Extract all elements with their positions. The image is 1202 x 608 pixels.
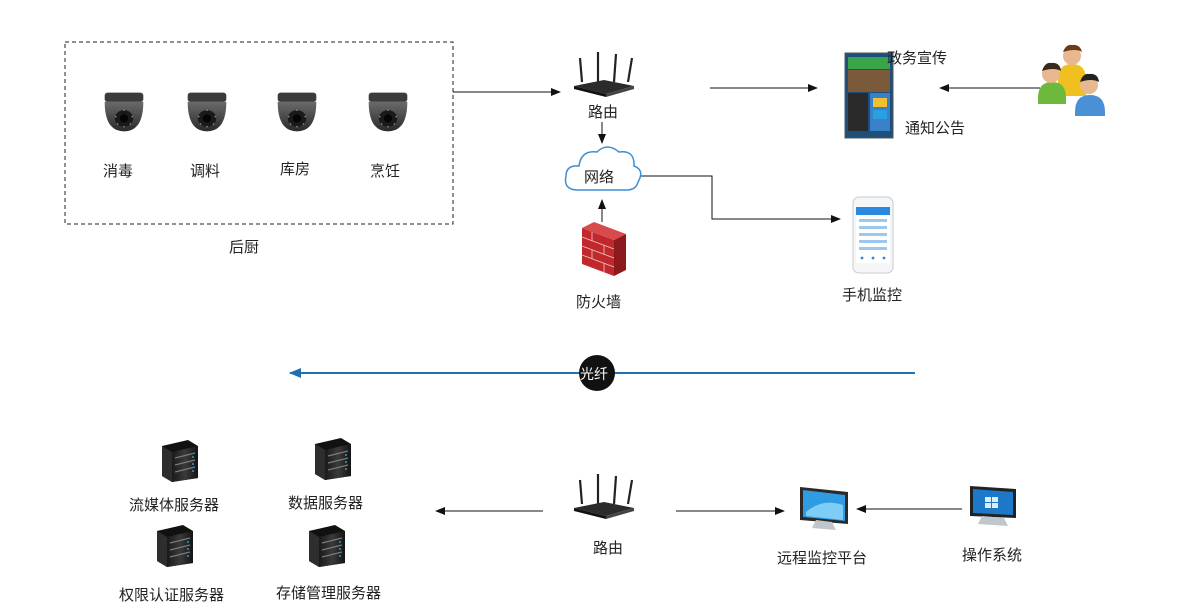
connector-cloud-phone (637, 175, 841, 223)
router-icon (572, 474, 636, 521)
desktop-icon (970, 486, 1016, 526)
server-icon (308, 524, 346, 567)
phone-icon (852, 196, 894, 274)
dome-camera-icon (187, 92, 227, 132)
camera-label-seasoning: 调料 (190, 162, 221, 180)
top-router-label: 路由 (588, 103, 619, 121)
users-icon (1038, 44, 1105, 116)
phone-label: 手机监控 (842, 286, 903, 304)
monitor-icon (800, 487, 848, 530)
server-icon (161, 439, 199, 482)
camera-label-disinfect: 消毒 (103, 162, 134, 180)
kiosk-label-top: 政务宣传 (887, 49, 948, 67)
os-label: 操作系统 (962, 546, 1023, 564)
server-label-data: 数据服务器 (288, 494, 364, 512)
server-label-streaming: 流媒体服务器 (129, 496, 220, 514)
dome-camera-icon (368, 92, 408, 132)
server-label-auth: 权限认证服务器 (119, 586, 225, 604)
cloud-icon (564, 146, 642, 191)
kiosk-label-bottom: 通知公告 (905, 119, 966, 137)
server-label-storage: 存储管理服务器 (276, 584, 382, 602)
camera-label-cooking: 烹饪 (370, 162, 401, 180)
camera-label-storeroom: 库房 (280, 160, 311, 178)
kiosk-icon (844, 52, 894, 139)
dome-camera-icon (277, 92, 317, 132)
dome-camera-icon (104, 92, 144, 132)
server-icon (156, 524, 194, 567)
cloud-label: 网络 (584, 168, 615, 186)
fiber-badge (579, 355, 615, 391)
firewall-label: 防火墙 (576, 293, 622, 311)
server-icon (314, 437, 352, 480)
kitchen-group-box (64, 41, 454, 225)
fiber-label: 光纤 (580, 367, 608, 383)
bottom-router-label: 路由 (593, 539, 624, 557)
kitchen-group-label: 后厨 (229, 238, 260, 256)
platform-label: 远程监控平台 (777, 549, 868, 567)
firewall-icon (581, 222, 626, 276)
router-icon (572, 52, 636, 99)
